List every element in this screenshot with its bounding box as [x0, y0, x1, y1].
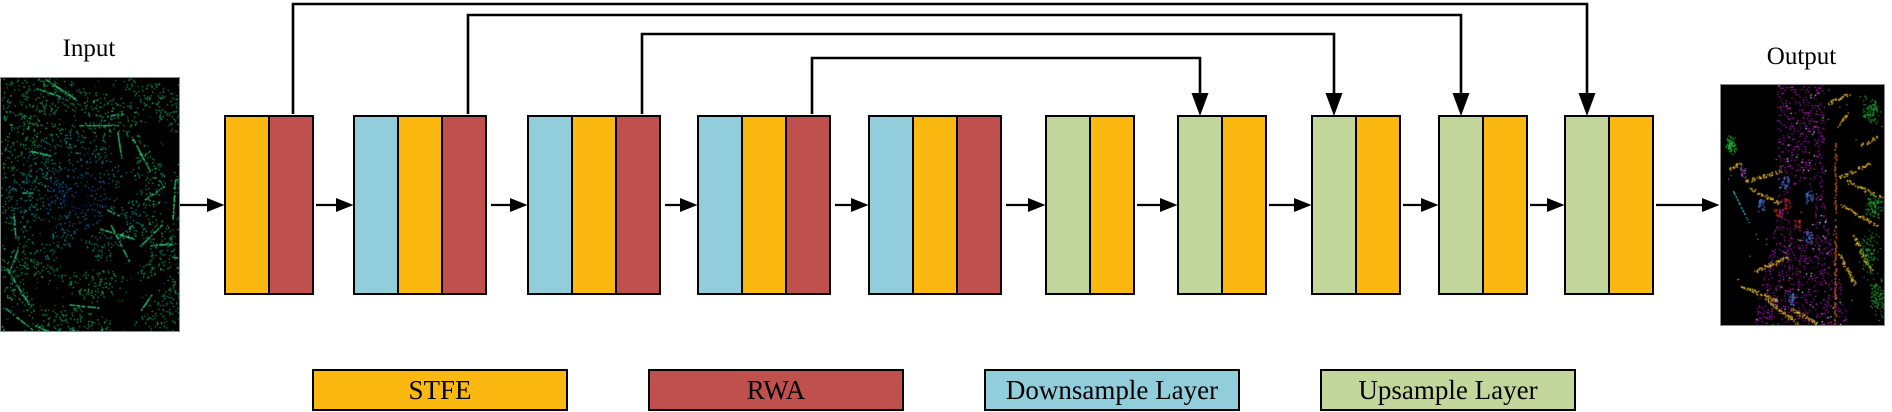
upsample-bar: [1564, 115, 1610, 295]
stfe-bar: [912, 115, 958, 295]
stfe-bar: [1608, 115, 1654, 295]
arrowhead-icon: [1160, 198, 1178, 212]
arrowhead-icon: [1421, 198, 1439, 212]
arrowhead-icon: [1547, 198, 1565, 212]
arrowhead-icon: [336, 198, 354, 212]
arrowhead-icon: [851, 198, 869, 212]
rwa-bar: [441, 115, 487, 295]
stfe-bar: [571, 115, 617, 295]
block-6: [1045, 115, 1135, 295]
upsample-bar: [1311, 115, 1357, 295]
block-4: [697, 115, 831, 295]
legend-item-rwa: RWA: [648, 369, 904, 411]
stfe-bar: [741, 115, 787, 295]
arrowhead-icon: [510, 198, 528, 212]
legend-item-upsample: Upsample Layer: [1320, 369, 1576, 411]
rwa-bar: [615, 115, 661, 295]
stfe-bar: [1355, 115, 1401, 295]
arrowhead-icon: [680, 198, 698, 212]
block-10: [1564, 115, 1654, 295]
input-pointcloud-image: [0, 77, 180, 332]
legend-item-downsample: Downsample Layer: [984, 369, 1240, 411]
block-7: [1177, 115, 1267, 295]
stfe-bar: [1482, 115, 1528, 295]
upsample-bar: [1438, 115, 1484, 295]
arrowhead-icon: [1325, 93, 1343, 116]
legend-label: Downsample Layer: [1005, 374, 1219, 405]
arrowhead-icon: [1294, 198, 1312, 212]
arrowhead-icon: [1452, 93, 1470, 116]
arrowhead-icon: [207, 198, 225, 212]
output-label: Output: [1766, 43, 1837, 70]
block-2: [353, 115, 487, 295]
output-pointcloud-canvas: [1721, 85, 1884, 325]
legend-label: Upsample Layer: [1358, 374, 1538, 405]
block-8: [1311, 115, 1401, 295]
block-1: [224, 115, 314, 295]
connector-line: [640, 32, 1336, 114]
legend-label: RWA: [746, 374, 806, 405]
upsample-bar: [1177, 115, 1223, 295]
connector-line: [291, 2, 1589, 114]
arrowhead-icon: [1578, 93, 1596, 116]
rwa-bar: [785, 115, 831, 295]
connector-line: [466, 13, 1463, 114]
input-pointcloud-canvas: [1, 78, 179, 331]
stfe-bar: [224, 115, 270, 295]
legend-item-stfe: STFE: [312, 369, 568, 411]
rwa-bar: [268, 115, 314, 295]
legend-label: STFE: [408, 374, 472, 405]
rwa-bar: [956, 115, 1002, 295]
upsample-bar: [1045, 115, 1091, 295]
connector-line: [810, 56, 1202, 114]
arrowhead-icon: [1702, 198, 1720, 212]
downsample-bar: [353, 115, 399, 295]
downsample-bar: [527, 115, 573, 295]
block-9: [1438, 115, 1528, 295]
stfe-bar: [1089, 115, 1135, 295]
block-5: [868, 115, 1002, 295]
output-pointcloud-image: [1720, 84, 1885, 326]
block-3: [527, 115, 661, 295]
downsample-bar: [697, 115, 743, 295]
arrowhead-icon: [1191, 93, 1209, 116]
stfe-bar: [397, 115, 443, 295]
input-label: Input: [62, 35, 116, 62]
arrowhead-icon: [1028, 198, 1046, 212]
downsample-bar: [868, 115, 914, 295]
stfe-bar: [1221, 115, 1267, 295]
